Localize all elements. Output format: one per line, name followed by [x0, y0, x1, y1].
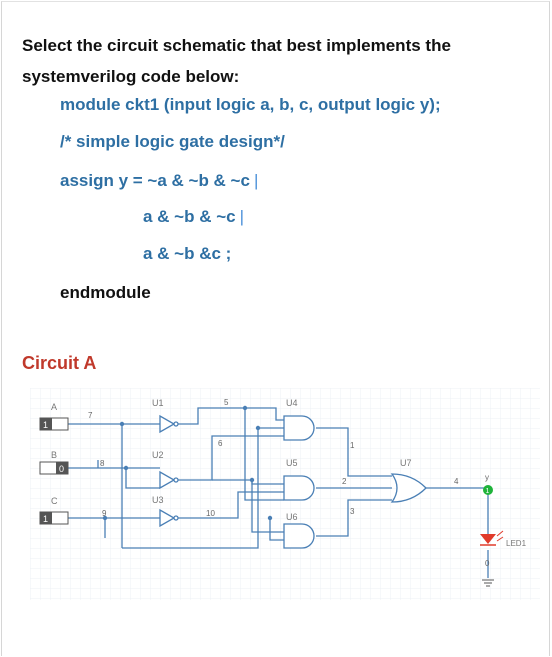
code-line-1: module ckt1 (input logic a, b, c, output…	[60, 95, 441, 114]
code-endmodule: endmodule	[60, 283, 151, 302]
question-line-1: Select the circuit schematic that best i…	[22, 36, 451, 55]
ground-icon	[482, 579, 494, 587]
not-gate-u3[interactable]	[159, 508, 179, 528]
code-separator-1: |	[253, 171, 259, 190]
gate-label-u4: U4	[286, 398, 298, 408]
input-value-c: 1	[43, 514, 48, 524]
or-gate-u7[interactable]	[390, 473, 427, 503]
output-value: 1	[486, 488, 490, 495]
net-label-1: 1	[350, 441, 355, 450]
net-label-9: 9	[102, 509, 107, 518]
gate-label-u6: U6	[286, 512, 298, 522]
led-label: LED1	[506, 539, 527, 548]
led-icon: LED1	[480, 530, 527, 548]
gate-label-u7: U7	[400, 458, 412, 468]
input-label-c: C	[51, 496, 58, 506]
input-switch-c[interactable]: C 1	[39, 496, 69, 525]
output-probe: y 1	[483, 473, 493, 495]
code-separator-2: |	[239, 207, 245, 226]
not-gate-u1[interactable]	[159, 414, 179, 434]
and-gate-u6[interactable]	[283, 523, 315, 549]
net-label-4: 4	[454, 477, 459, 486]
gate-label-u2: U2	[152, 450, 164, 460]
circuit-schematic: A 1 B 0 C 1 U1 U2 U3	[30, 388, 540, 600]
net-label-7: 7	[88, 411, 93, 420]
question-line-2: systemverilog code below:	[22, 67, 240, 86]
circuit-heading: Circuit A	[22, 353, 97, 373]
not-gate-u2[interactable]	[159, 470, 179, 490]
question-text: Select the circuit schematic that best i…	[22, 30, 522, 92]
input-switch-b[interactable]: B 0	[39, 450, 69, 475]
gate-label-u5: U5	[286, 458, 298, 468]
code-line-2: /* simple logic gate design*/	[60, 132, 285, 151]
input-label-a: A	[51, 402, 57, 412]
and-gate-u5[interactable]	[283, 475, 315, 501]
wire-junctions	[102, 405, 273, 521]
code-line-4-text: a & ~b & ~c	[143, 207, 236, 226]
and-gate-u4[interactable]	[283, 415, 315, 441]
code-line-4: a & ~b & ~c|	[143, 207, 244, 227]
gate-label-u3: U3	[152, 495, 164, 505]
ground-value: 0	[485, 559, 490, 568]
net-label-8: 8	[100, 459, 105, 468]
input-switch-a[interactable]: A 1	[39, 402, 69, 431]
net-label-3: 3	[350, 507, 355, 516]
net-label-10: 10	[206, 509, 215, 518]
gate-label-u1: U1	[152, 398, 164, 408]
input-label-b: B	[51, 450, 57, 460]
code-line-3: assign y = ~a & ~b & ~c|	[60, 171, 258, 191]
net-label-5: 5	[224, 398, 229, 407]
code-line-3-text: assign y = ~a & ~b & ~c	[60, 171, 250, 190]
input-value-b: 0	[59, 464, 64, 474]
output-name: y	[485, 473, 489, 482]
code-line-5: a & ~b &c ;	[143, 244, 232, 263]
input-value-a: 1	[43, 420, 48, 430]
net-label-2: 2	[342, 477, 347, 486]
net-label-6: 6	[218, 439, 223, 448]
